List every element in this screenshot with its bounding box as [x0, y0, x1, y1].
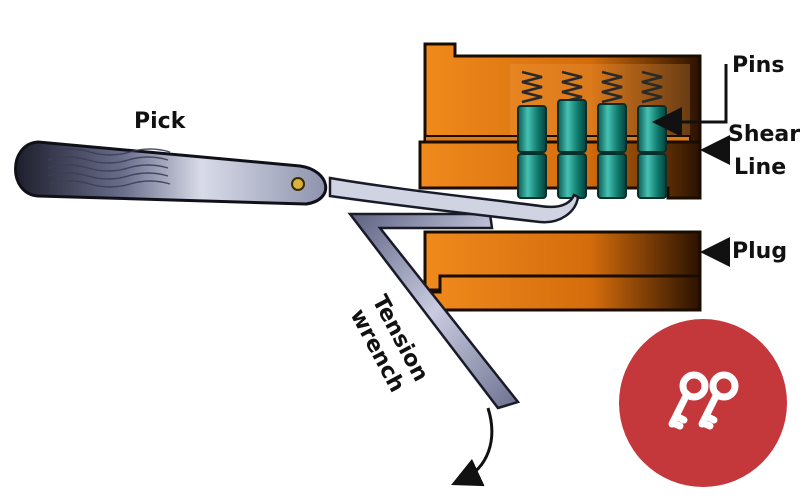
badge [619, 319, 787, 487]
driver-pin-4 [637, 105, 667, 153]
key-pin-1 [517, 153, 547, 199]
pins-pointer [652, 64, 728, 137]
keys-icon [668, 371, 739, 430]
pick-rivet [291, 177, 305, 191]
driver-pin-1 [517, 105, 547, 153]
label-pick: Pick [134, 109, 187, 134]
driver-pin-3 [597, 103, 627, 153]
lock-plug [423, 230, 702, 312]
label-plug: Plug [732, 239, 787, 264]
springs [521, 70, 663, 104]
driver-pin-2 [557, 99, 587, 153]
key-pin-2 [557, 153, 587, 199]
pin-stacks [517, 70, 667, 199]
rotation-arrow [451, 407, 494, 487]
label-shear-line-1: Shear [728, 122, 800, 147]
label-shear-line-2: Line [734, 155, 786, 180]
key-pin-3 [597, 153, 627, 199]
key-pin-4 [637, 153, 667, 199]
label-pins: Pins [732, 53, 784, 78]
pick-tool [14, 140, 580, 224]
